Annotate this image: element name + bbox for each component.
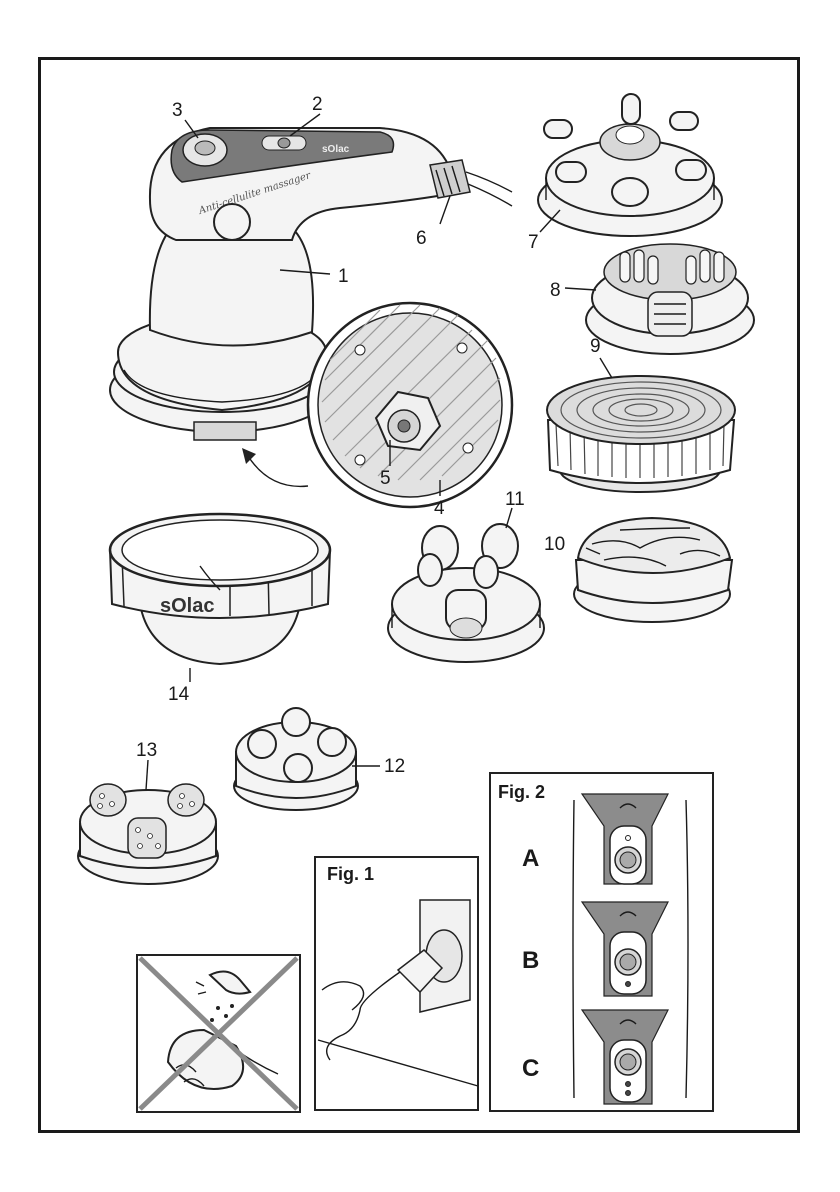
callout-14: 14 — [168, 684, 190, 705]
leader-11 — [506, 508, 512, 528]
attachment-7 — [538, 94, 722, 236]
callout-4: 4 — [434, 498, 445, 519]
attachment-8 — [586, 244, 754, 354]
leader-6 — [440, 196, 450, 224]
callout-2: 2 — [312, 94, 323, 115]
callout-1: 1 — [338, 266, 349, 287]
callout-11: 11 — [505, 489, 525, 510]
callout-10: 10 — [544, 534, 565, 555]
attachment-9 — [547, 376, 735, 492]
callout-7: 7 — [528, 232, 539, 253]
fig2-panel: Fig. 2 — [490, 773, 713, 1111]
device-brand: sOlac — [322, 144, 350, 155]
ring-brand: sOlac — [160, 595, 214, 617]
fig2-title: Fig. 2 — [498, 782, 545, 802]
fig2-label-c: C — [522, 1055, 539, 1082]
callout-6: 6 — [416, 228, 427, 249]
fig1-panel: Fig. 1 — [315, 857, 478, 1110]
fig1-title: Fig. 1 — [327, 864, 374, 884]
leader-9 — [600, 358, 612, 378]
attachment-13 — [78, 784, 218, 884]
attachment-11 — [388, 524, 544, 662]
fig2-label-b: B — [522, 947, 539, 974]
attachment-12 — [234, 708, 358, 810]
callout-13: 13 — [136, 740, 157, 761]
callout-5: 5 — [380, 468, 391, 489]
callout-3: 3 — [172, 100, 183, 121]
callout-8: 8 — [550, 280, 561, 301]
ring-14: sOlac — [110, 514, 330, 664]
attachment-10 — [574, 518, 732, 622]
fig2-label-a: A — [522, 845, 539, 872]
no-water-warning — [137, 955, 300, 1112]
leader-8 — [565, 288, 596, 290]
callout-12: 12 — [384, 756, 405, 777]
callout-9: 9 — [590, 336, 601, 357]
leader-13 — [146, 760, 148, 790]
